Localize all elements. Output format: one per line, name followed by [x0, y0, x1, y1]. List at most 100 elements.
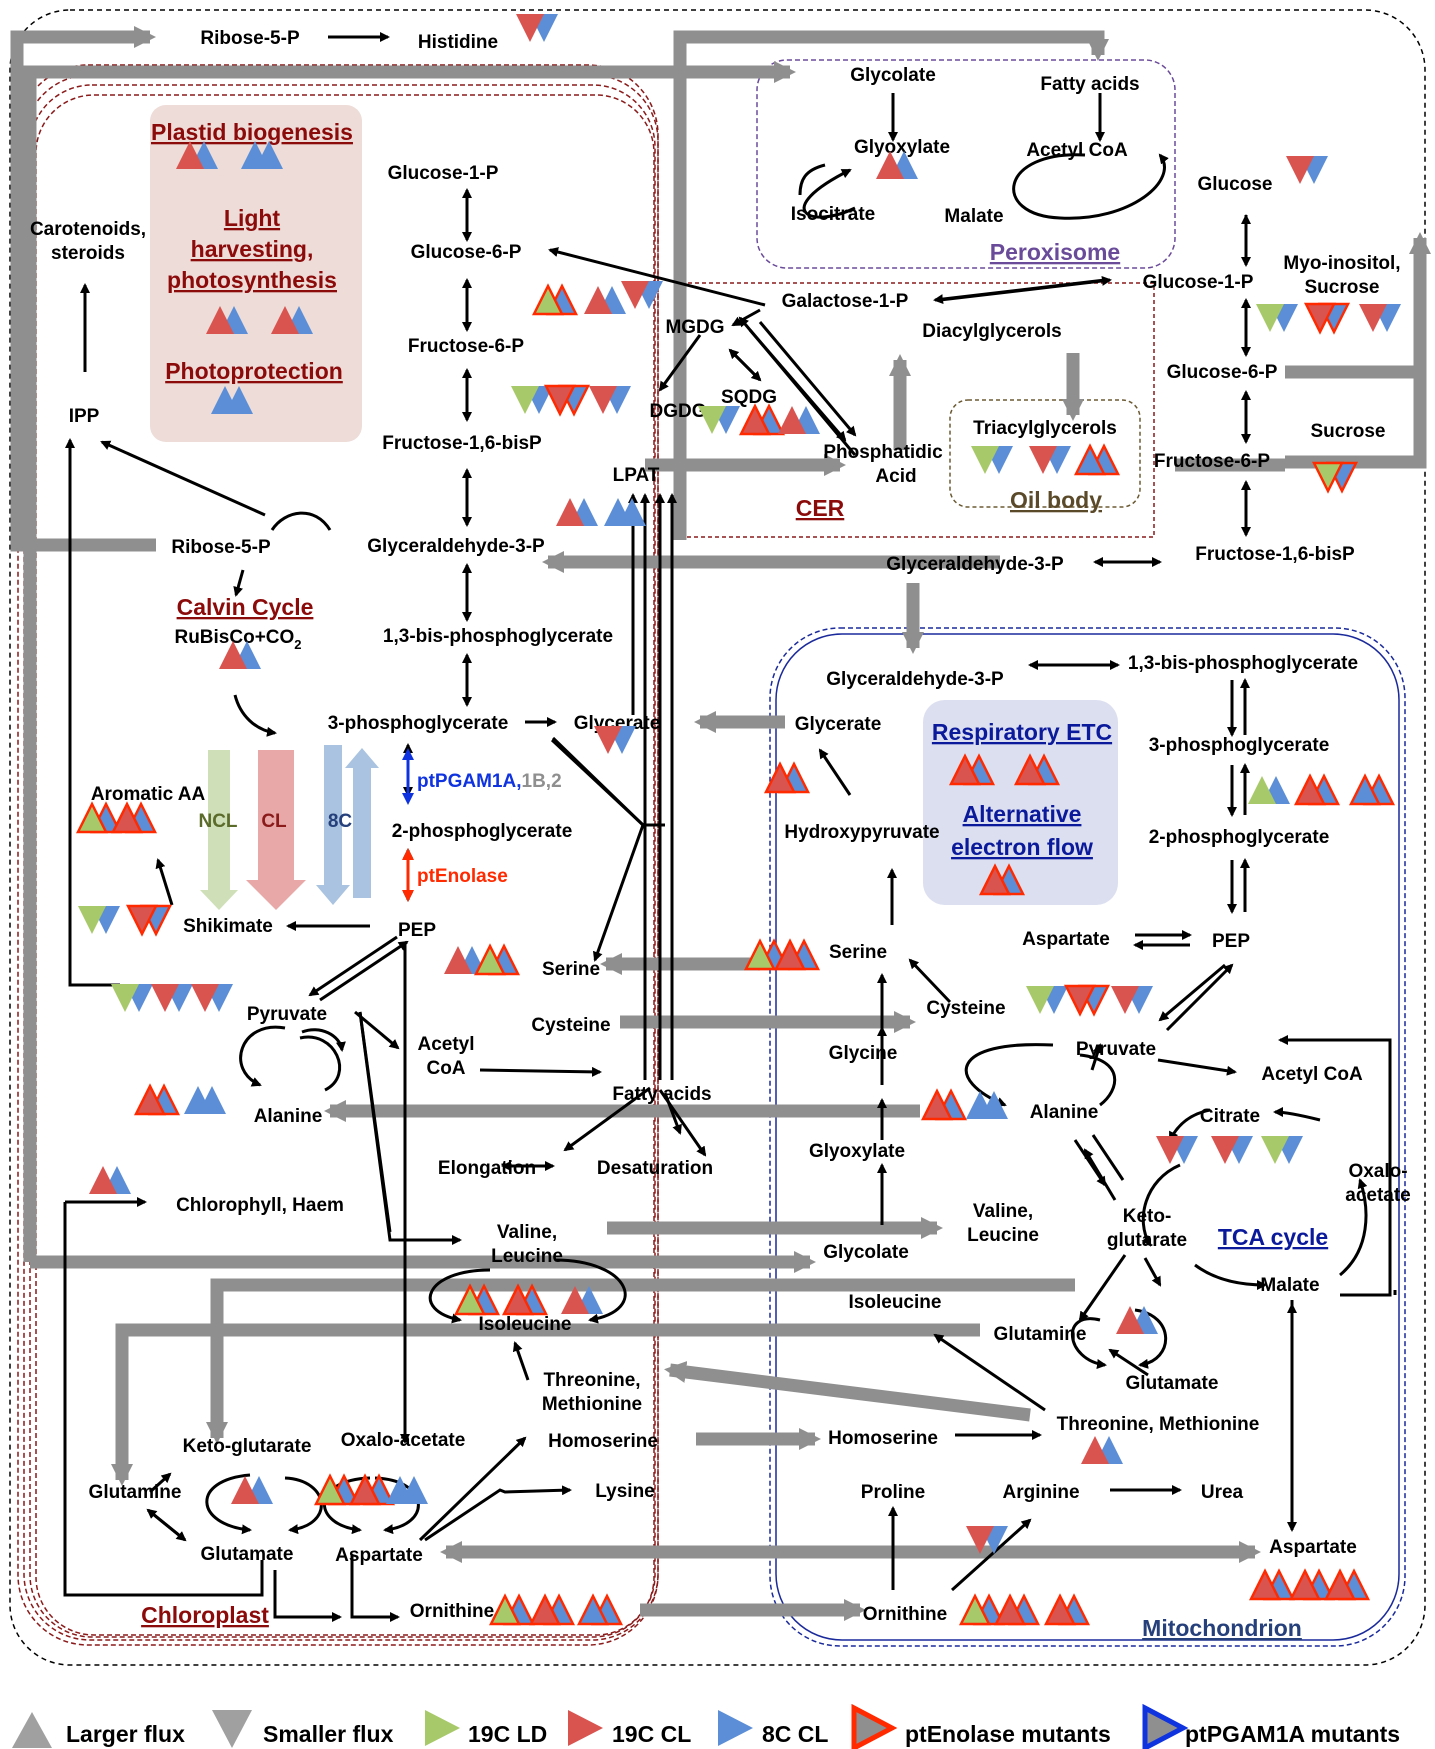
- legend-19c-ld: 19C LD: [468, 1721, 547, 1747]
- legend-ptpgam: ptPGAM1A mutants: [1185, 1721, 1400, 1747]
- flux-marker: [993, 1593, 1027, 1626]
- flux-marker: [191, 984, 219, 1012]
- metabolite: Fatty acids: [612, 1084, 711, 1105]
- metabolite: Fructose-6-P: [1154, 451, 1270, 472]
- light-harvesting-title-3: photosynthesis: [167, 267, 337, 293]
- flux-marker: [211, 386, 239, 414]
- flux-arrow-labels: NCL CL 8C ptPGAM1A,1B,2 ptEnolase: [198, 771, 561, 887]
- flux-marker: [110, 801, 144, 834]
- metabolite: Glucose: [1198, 174, 1273, 195]
- flux-marker: [1323, 1568, 1357, 1601]
- flux-marker: [1248, 776, 1276, 804]
- flux-marker: [1288, 1568, 1322, 1601]
- flux-marker: [1211, 1136, 1239, 1164]
- metabolite: Galactose-1-P: [782, 291, 909, 312]
- metabolite: Malate: [944, 206, 1003, 227]
- metabolite: Histidine: [418, 32, 498, 53]
- flux-marker: [556, 498, 584, 526]
- flux-marker: [1013, 753, 1047, 786]
- metabolite: Isocitrate: [791, 204, 875, 225]
- metabolite: Homoserine: [548, 1431, 658, 1452]
- cl-label: CL: [261, 811, 287, 832]
- condition-flux-arrows: [200, 745, 379, 910]
- metabolite: Arginine: [1002, 1482, 1079, 1503]
- metabolite: Pyruvate: [1076, 1039, 1156, 1060]
- metabolite: Cysteine: [531, 1015, 610, 1036]
- metabolite: Malate: [1260, 1275, 1319, 1296]
- metabolite: Pyruvate: [247, 1004, 327, 1025]
- flux-marker: [604, 498, 632, 526]
- oil-body-boundary: [949, 399, 1141, 508]
- plastid-biogenesis-title: Plastid biogenesis: [151, 119, 353, 145]
- chloroplast-label: Chloroplast: [141, 1602, 269, 1628]
- flux-markers: [75, 14, 1401, 1626]
- metabolite: Glyoxylate: [809, 1141, 905, 1162]
- flux-marker: [386, 1476, 414, 1504]
- metabolite: Ornithine: [863, 1604, 947, 1625]
- flux-marker: [1063, 984, 1097, 1017]
- ptenolase-label: ptEnolase: [417, 866, 508, 887]
- metabolite: MGDG: [665, 317, 724, 338]
- flux-marker: [501, 1283, 535, 1316]
- metabolite: Fatty acids: [1040, 74, 1139, 95]
- metabolite: Acetyl: [417, 1034, 474, 1055]
- metabolite: acetate: [1345, 1185, 1411, 1206]
- metabolite: steroids: [51, 243, 125, 264]
- flux-marker: [1293, 773, 1327, 806]
- flux-marker: [184, 1086, 212, 1114]
- metabolite: Hydroxypyruvate: [784, 822, 939, 843]
- metabolite: Alanine: [1030, 1102, 1099, 1123]
- metabolite: SQDG: [721, 387, 777, 408]
- flux-marker: [966, 1526, 994, 1554]
- legend-ptenolase: ptEnolase mutants: [905, 1721, 1111, 1747]
- metabolite: Threonine,: [543, 1370, 640, 1391]
- flux-marker: [1026, 986, 1054, 1014]
- flux-marker: [125, 904, 159, 937]
- flux-marker: [89, 1166, 117, 1194]
- metabolite: PEP: [1212, 931, 1250, 952]
- flux-marker: [543, 384, 577, 417]
- metabolite: Serine: [829, 942, 887, 963]
- metabolite: Cysteine: [926, 998, 1005, 1019]
- ptenolase-icon: [851, 1703, 898, 1749]
- metabolite: Lysine: [595, 1481, 655, 1502]
- metabolite: CoA: [426, 1058, 465, 1079]
- flux-marker: [958, 1593, 992, 1626]
- metabolite: Glycerate: [795, 714, 882, 735]
- flux-marker: [271, 306, 299, 334]
- flux-marker: [528, 1593, 562, 1626]
- metabolite: Glyoxylate: [854, 137, 950, 158]
- legend-larger: Larger flux: [66, 1721, 185, 1747]
- metabolite: IPP: [69, 406, 100, 427]
- metabolite: Oxalo-acetate: [341, 1430, 466, 1451]
- metabolite: Glucose-6-P: [411, 242, 522, 263]
- respiratory-panel: [923, 700, 1118, 905]
- legend: Larger flux Smaller flux 19C LD 19C CL 8…: [12, 1703, 1400, 1749]
- metabolite: Fructose-1,6-bisP: [382, 433, 542, 454]
- flux-marker: [133, 1083, 167, 1116]
- metabolite: Diacylglycerols: [922, 321, 1061, 342]
- metabolite: Acetyl CoA: [1261, 1064, 1363, 1085]
- flux-marker: [594, 726, 622, 754]
- flux-marker: [453, 1283, 487, 1316]
- flux-marker: [473, 943, 507, 976]
- metabolite: glutarate: [1107, 1230, 1187, 1251]
- alternative-flow-title-1: Alternative: [963, 801, 1082, 827]
- metabolite: DGDG: [650, 401, 707, 422]
- metabolite: Keto-: [1123, 1206, 1172, 1227]
- metabolite: Keto-glutarate: [183, 1436, 312, 1457]
- flux-marker: [576, 1593, 610, 1626]
- metabolite: Carotenoids,: [30, 219, 146, 240]
- metabolite-labels: Ribose-5-P Histidine Glycolate Fatty aci…: [30, 28, 1411, 1625]
- metabolite: Sucrose: [1305, 277, 1380, 298]
- metabolite: Triacylglycerols: [973, 418, 1117, 439]
- metabolite: Oxalo-: [1348, 1161, 1407, 1182]
- flux-marker: [1156, 1136, 1184, 1164]
- ptpgam-label: ptPGAM1A,1B,2: [417, 771, 562, 792]
- cer-label: CER: [796, 495, 845, 521]
- flux-marker: [1043, 1593, 1077, 1626]
- calvin-subtitle: RuBisCo+CO2: [174, 627, 301, 652]
- metabolite: PEP: [398, 920, 436, 941]
- flux-marker: [241, 141, 269, 169]
- ptpgam-icon: [1142, 1703, 1189, 1749]
